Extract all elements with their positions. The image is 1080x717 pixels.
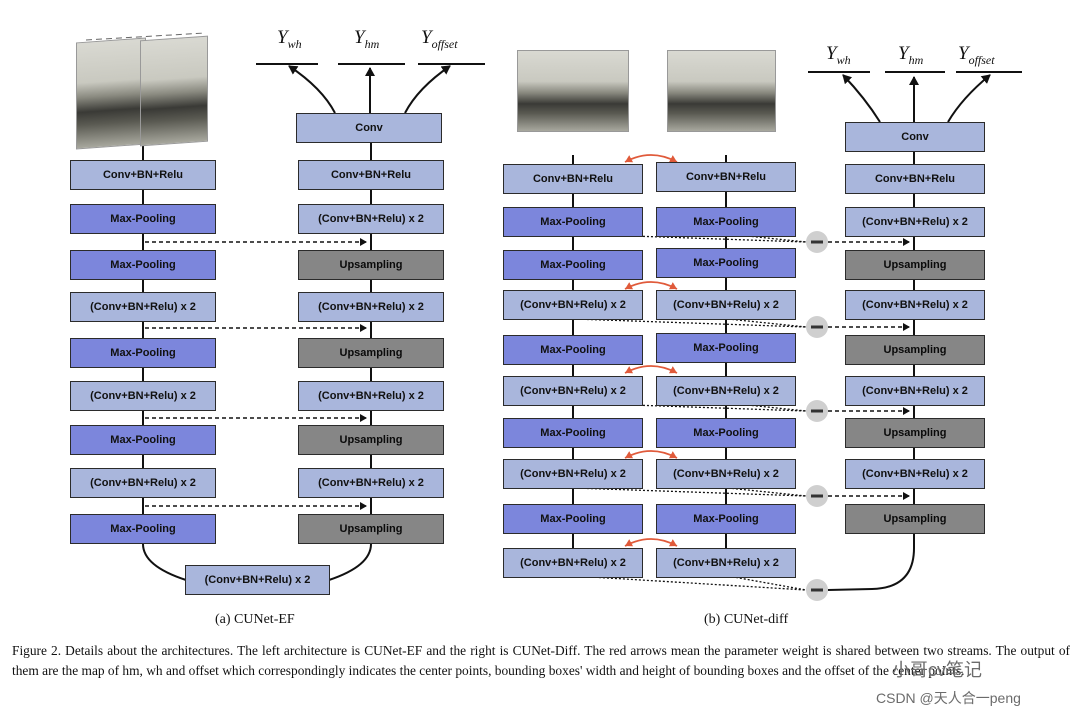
figure-caption: Figure 2. Details about the architecture… [12,643,1070,678]
ef-head-conv: Conv [296,113,442,143]
cunet-diff-output-heads [808,71,1022,123]
diff-stream2-conv-bn-relu: Conv+BN+Relu [656,162,796,192]
ef-decoder-upsampling: Upsampling [298,425,444,455]
diff-stream2-conv-x2: (Conv+BN+Relu) x 2 [656,376,796,406]
ef-encoder-max-pooling: Max-Pooling [70,425,216,455]
cunet-diff-subtract-nodes [806,231,828,601]
ef-encoder-max-pooling: Max-Pooling [70,514,216,544]
ef-decoder-conv-x2: (Conv+BN+Relu) x 2 [298,468,444,498]
diff-stream2-conv-x2: (Conv+BN+Relu) x 2 [656,548,796,578]
diff-stream1-max-pooling: Max-Pooling [503,250,643,280]
diff-stream2-conv-x2: (Conv+BN+Relu) x 2 [656,459,796,489]
diff-stream2-max-pooling: Max-Pooling [656,418,796,448]
input-frame-stack-back [76,37,146,150]
watermark-wechat: 小哥cv笔记 [892,660,982,680]
diff-stream2-max-pooling: Max-Pooling [656,504,796,534]
output-label-offset: Yoffset [421,27,458,51]
ef-encoder-conv-bn-relu: Conv+BN+Relu [70,160,216,190]
ef-decoder-upsampling: Upsampling [298,250,444,280]
diff-stream2-conv-x2: (Conv+BN+Relu) x 2 [656,290,796,320]
diff-decoder-conv-x2: (Conv+BN+Relu) x 2 [845,459,985,489]
diff-stream2-max-pooling: Max-Pooling [656,248,796,278]
output-label-offset: Yoffset [958,43,995,67]
output-label-hm: Yhm [354,27,380,51]
cunet-diff-difference-lines [574,233,807,591]
diff-stream1-max-pooling: Max-Pooling [503,504,643,534]
input-frame-stack-front [140,35,208,147]
diff-stream1-conv-x2: (Conv+BN+Relu) x 2 [503,376,643,406]
ef-encoder-conv-x2: (Conv+BN+Relu) x 2 [70,468,216,498]
caption-b: (b) CUNet-diff [704,612,789,627]
diff-decoder-upsampling: Upsampling [845,335,985,365]
diff-stream1-conv-bn-relu: Conv+BN+Relu [503,164,643,194]
diff-stream1-max-pooling: Max-Pooling [503,335,643,365]
ef-encoder-max-pooling: Max-Pooling [70,250,216,280]
input-frame-current [667,50,776,132]
diff-stream1-max-pooling: Max-Pooling [503,418,643,448]
cunet-diff-skip-connections [828,238,910,500]
diff-stream2-max-pooling: Max-Pooling [656,207,796,237]
diff-stream1-conv-x2: (Conv+BN+Relu) x 2 [503,459,643,489]
diff-stream1-conv-x2: (Conv+BN+Relu) x 2 [503,548,643,578]
diff-decoder-upsampling: Upsampling [845,418,985,448]
cunet-ef-output-heads [256,63,485,114]
diff-stream1-max-pooling: Max-Pooling [503,207,643,237]
diff-decoder-upsampling: Upsampling [845,504,985,534]
ef-encoder-max-pooling: Max-Pooling [70,338,216,368]
caption-a: (a) CUNet-EF [215,612,295,627]
output-label-wh: Ywh [277,27,302,51]
diff-stream1-conv-x2: (Conv+BN+Relu) x 2 [503,290,643,320]
diff-decoder-conv-x2: (Conv+BN+Relu) x 2 [845,290,985,320]
input-frame-previous [517,50,629,132]
ef-decoder-conv-x2: (Conv+BN+Relu) x 2 [298,381,444,411]
watermark-csdn: CSDN @天人合一peng [876,690,1021,706]
diff-decoder-conv-x2: (Conv+BN+Relu) x 2 [845,207,985,237]
diff-stream2-max-pooling: Max-Pooling [656,333,796,363]
cunet-ef-skip-connections [145,238,367,510]
ef-encoder-conv-x2: (Conv+BN+Relu) x 2 [70,292,216,322]
diff-decoder-upsampling: Upsampling [845,250,985,280]
ef-bottleneck-conv-x2: (Conv+BN+Relu) x 2 [185,565,330,595]
ef-decoder-conv-x2: (Conv+BN+Relu) x 2 [298,204,444,234]
diff-head-conv: Conv [845,122,985,152]
diff-decoder-conv-bn-relu: Conv+BN+Relu [845,164,985,194]
ef-decoder-conv-x2: (Conv+BN+Relu) x 2 [298,292,444,322]
ef-decoder-conv-bn-relu: Conv+BN+Relu [298,160,444,190]
ef-encoder-max-pooling: Max-Pooling [70,204,216,234]
ef-encoder-conv-x2: (Conv+BN+Relu) x 2 [70,381,216,411]
ef-decoder-upsampling: Upsampling [298,514,444,544]
ef-decoder-upsampling: Upsampling [298,338,444,368]
cunet-diff-shared-weight-arrows [624,154,678,547]
diff-decoder-conv-x2: (Conv+BN+Relu) x 2 [845,376,985,406]
output-label-hm: Yhm [898,43,924,67]
output-label-wh: Ywh [826,43,851,67]
